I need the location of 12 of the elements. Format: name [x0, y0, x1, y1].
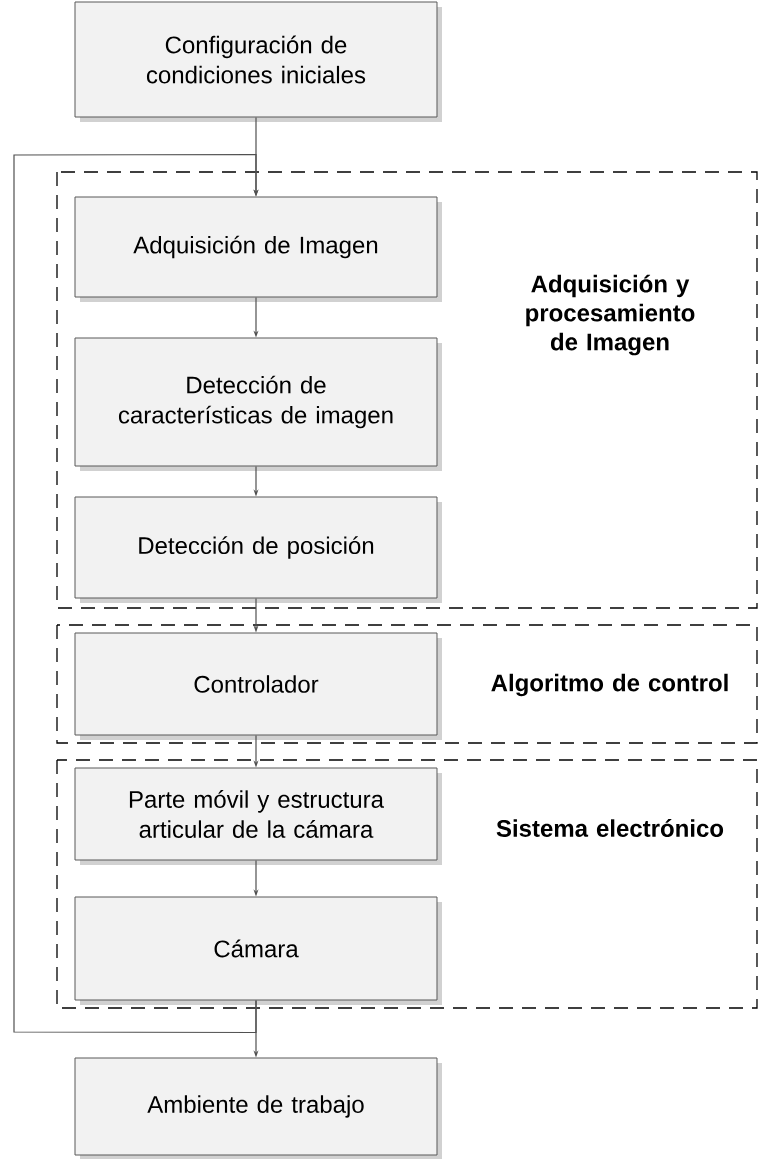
process-box: Ambiente de trabajo: [74, 1057, 442, 1159]
arrow: [13, 153, 259, 1034]
process-box: Cámara: [74, 896, 442, 1005]
group-heading: Adquisición y procesamiento de Imagen: [526, 274, 695, 356]
group-heading: Sistema electrónico: [496, 819, 724, 837]
process-box: Configuración de condiciones iniciales: [74, 1, 442, 122]
process-box: Adquisición de Imagen: [74, 196, 442, 302]
process-box: Detección de características de imagen: [74, 337, 442, 471]
group-heading: Algoritmo de control: [491, 673, 728, 697]
process-box: Detección de posición: [74, 496, 442, 603]
process-box: Parte móvil y estructura articular de la cámara: [74, 767, 442, 865]
process-box: Controlador: [74, 632, 442, 740]
